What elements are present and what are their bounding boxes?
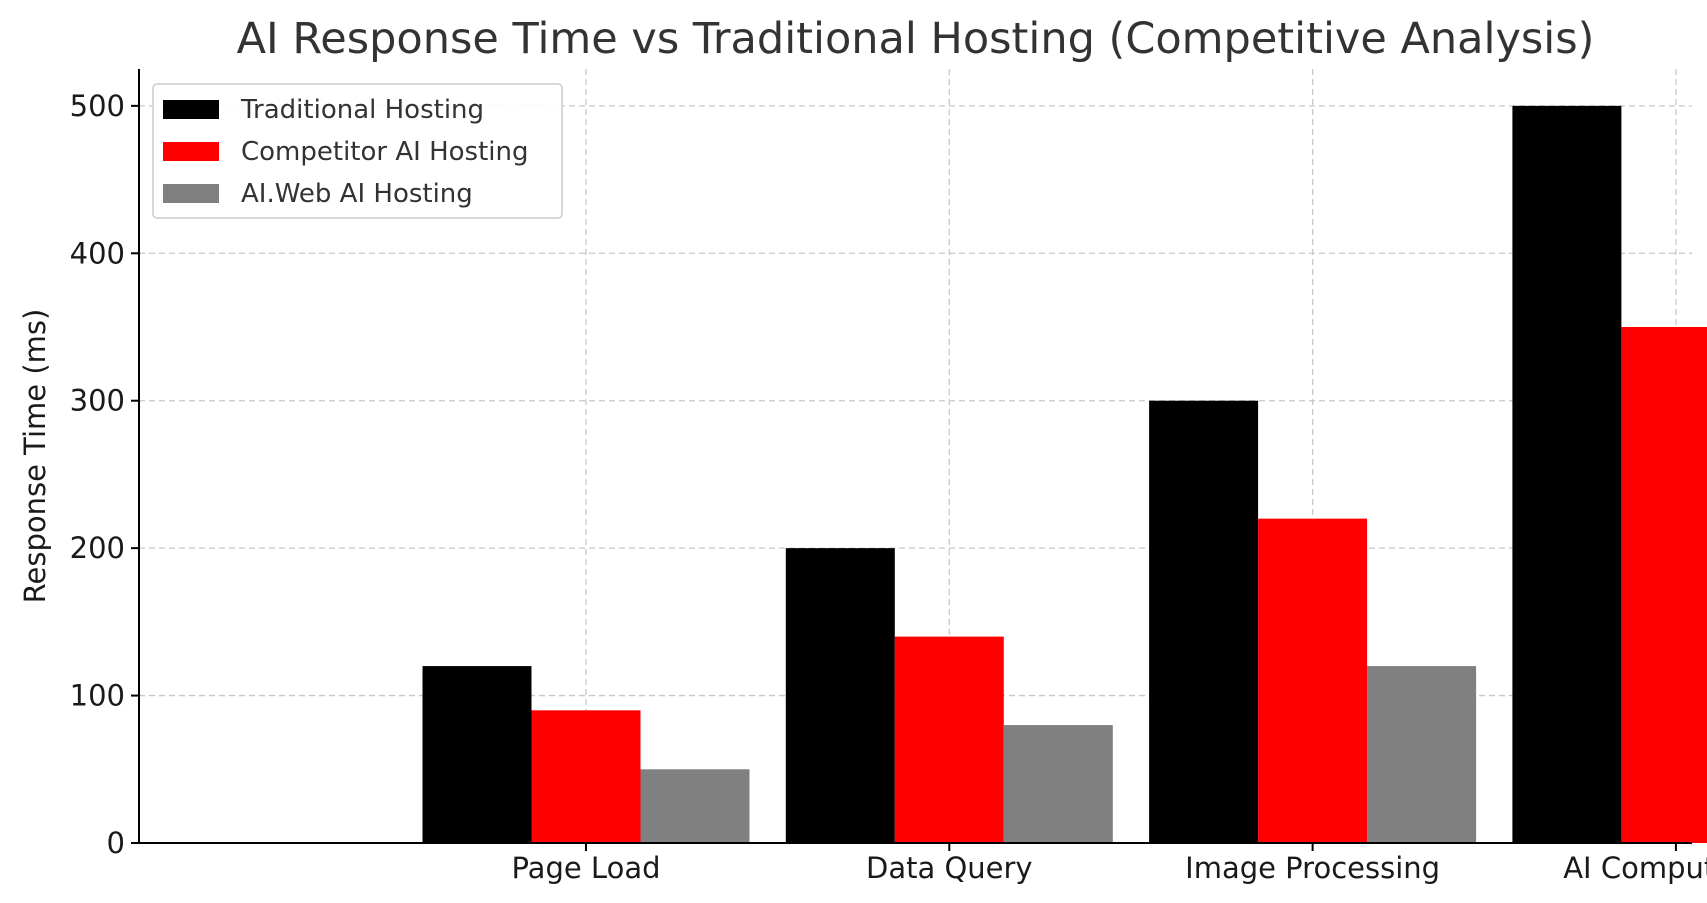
axes — [138, 69, 1692, 844]
y-ticks: 0 100 200 300 400 500 — [70, 89, 139, 860]
legend-swatch — [163, 100, 219, 119]
bar — [1367, 666, 1477, 843]
y-tick-label: 500 — [70, 89, 125, 123]
y-tick-label: 200 — [70, 531, 125, 565]
x-tick-label: AI Computation — [1563, 851, 1707, 885]
legend-label: Traditional Hosting — [240, 95, 484, 125]
legend-swatch — [163, 184, 219, 203]
bar — [1003, 725, 1113, 843]
y-tick-label: 100 — [70, 679, 125, 713]
y-tick-label: 300 — [70, 384, 125, 418]
y-tick-label: 0 — [107, 826, 125, 860]
bar — [785, 548, 895, 843]
bar — [531, 710, 641, 843]
bar — [1512, 105, 1622, 844]
x-tick-label: Image Processing — [1185, 851, 1440, 885]
bar — [1149, 400, 1259, 843]
bars — [422, 105, 1707, 844]
x-ticks: Page Load Data Query Image Processing AI Co… — [512, 843, 1707, 885]
legend-box — [152, 83, 563, 219]
bar — [1621, 327, 1707, 843]
chart-title: AI Response Time vs Traditional Hosting … — [237, 14, 1595, 64]
legend-label: AI.Web AI Hosting — [241, 179, 473, 209]
y-axis-label: Response Time (ms) — [18, 309, 52, 604]
bar — [640, 769, 750, 843]
legend-label: Competitor AI Hosting — [241, 137, 529, 167]
bar — [894, 636, 1004, 843]
legend-swatch — [163, 142, 219, 161]
x-tick-label: Page Load — [512, 851, 661, 885]
bar — [1258, 518, 1368, 843]
bar — [422, 666, 532, 843]
x-tick-label: Data Query — [866, 851, 1033, 885]
y-tick-label: 400 — [70, 236, 125, 270]
